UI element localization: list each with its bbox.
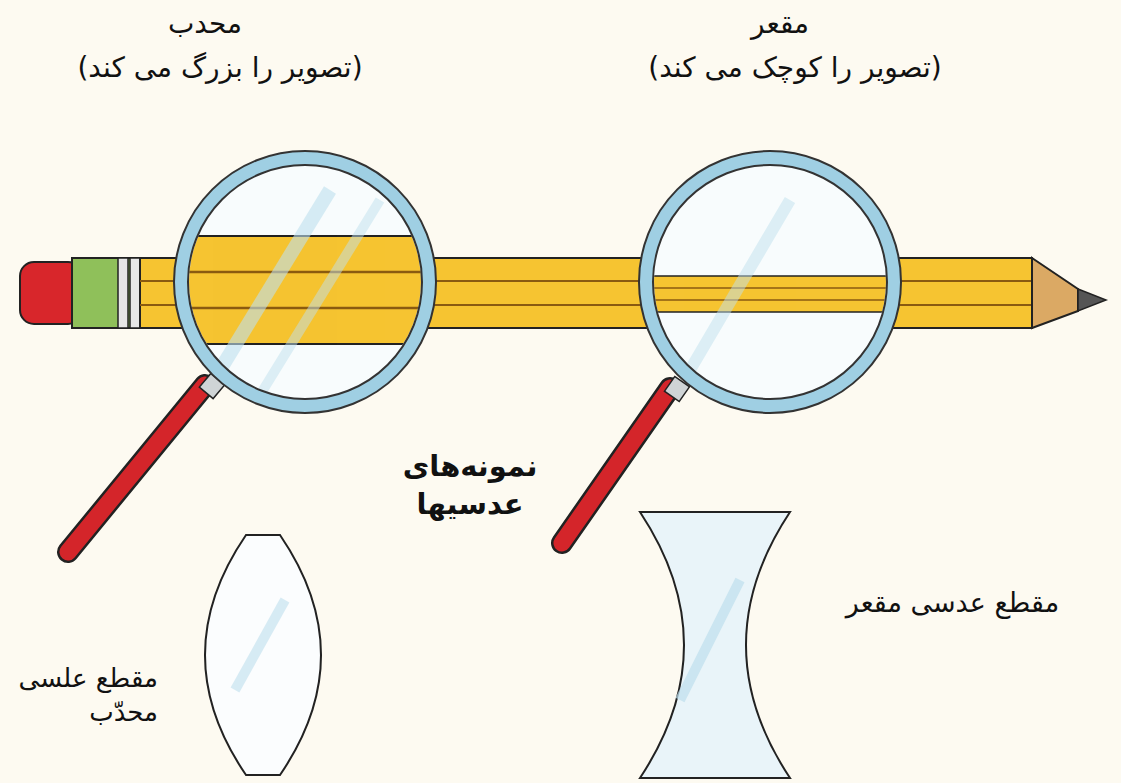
lens-type-label: مقعر xyxy=(680,6,880,42)
concave-lens-section xyxy=(640,512,790,778)
section-label: مقطع عدسی مقعر xyxy=(795,585,1110,620)
magnifier-handles xyxy=(68,373,690,552)
lens-effect-note: (تصویر را کوچک می کند) xyxy=(575,50,1015,86)
lens-effect-note: (تصویر را بزرگ می کند) xyxy=(20,50,420,86)
convex-magnifier xyxy=(170,151,450,413)
figure-title: نمونه‌های عدسیها xyxy=(395,448,545,523)
section-label: مقطع علسی محدّب xyxy=(8,662,158,730)
concave-magnifier xyxy=(639,151,901,413)
convex-lens-section xyxy=(205,535,321,775)
lens-type-label: محدب xyxy=(110,6,300,42)
